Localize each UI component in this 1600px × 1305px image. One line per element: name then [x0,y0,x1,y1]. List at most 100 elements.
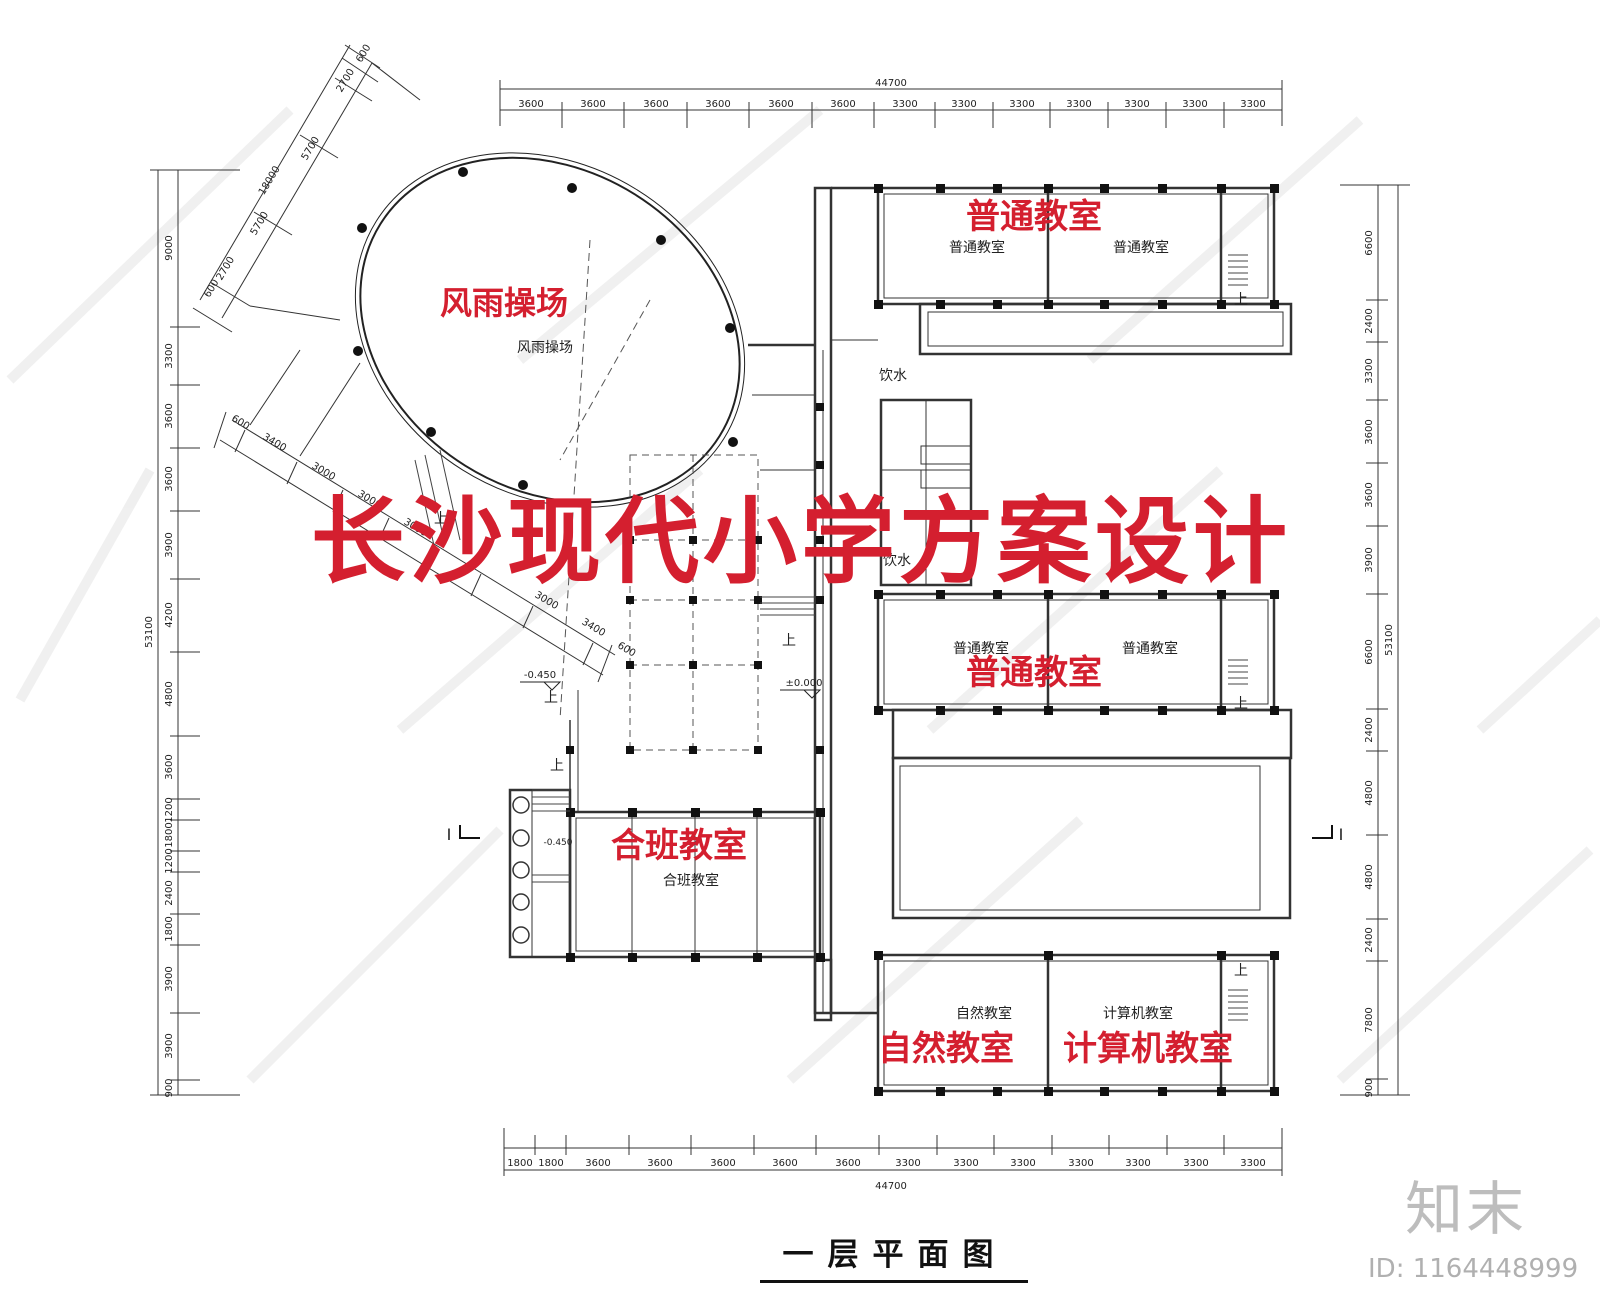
dim-top: 3300 [1124,99,1149,110]
dim-oval-lower: 3000 [310,461,337,484]
overlay-label-computer: 计算机教室 [1063,1029,1233,1069]
dim-left: 3600 [164,403,175,428]
dim-bottom: 3300 [1125,1158,1150,1169]
canopy-columns [566,403,824,754]
dim-left: 9000 [164,235,175,260]
level-label: -0.450 [543,838,572,848]
dim-left-total: 53100 [144,616,155,648]
dimension-lines [150,44,1410,1176]
dim-bottom: 3300 [1010,1158,1035,1169]
dim-top: 3600 [518,99,543,110]
dim-left: 4200 [164,602,175,627]
playground-oval [354,152,746,721]
level-label: ±0.000 [785,678,822,689]
planter-icons [512,796,530,944]
playground-columns [353,167,738,490]
plan-title-underline [760,1280,1028,1283]
dim-right: 3600 [1364,482,1375,507]
dim-oval-radial-total: 18000 [257,164,283,197]
dim-left: 3600 [164,466,175,491]
dim-right-total: 53100 [1384,624,1395,656]
watermark-image-id: ID: 1164448999 [1368,1254,1579,1284]
dim-left: 1200 [164,797,175,822]
dim-right: 7800 [1364,1007,1375,1032]
dim-right: 3900 [1364,547,1375,572]
dim-right: 3600 [1364,419,1375,444]
stair-up-label: 上 [544,690,558,706]
dim-top: 3300 [892,99,917,110]
dim-oval-radial: 5700 [249,210,272,237]
dim-right: 900 [1364,1078,1375,1097]
dim-bottom: 3300 [895,1158,920,1169]
stair-up-label: 上 [1234,696,1248,712]
dim-bottom: 3600 [647,1158,672,1169]
dim-top: 3300 [1066,99,1091,110]
building-columns [566,184,1279,1096]
dim-left: 4800 [164,681,175,706]
dim-bottom: 3300 [953,1158,978,1169]
water-label: 饮水 [879,368,907,384]
project-title: 长沙现代小学方案设计 [310,488,1291,597]
dim-left: 900 [164,1078,175,1097]
dim-top: 3600 [643,99,668,110]
room-label-classroom: 普通教室 [953,640,1009,657]
dim-top: 3300 [1009,99,1034,110]
dim-right: 4800 [1364,864,1375,889]
overlay-label-combined: 合班教室 [611,826,747,866]
water-label: 饮水 [883,553,911,569]
section-label: I [447,825,452,844]
dim-left: 2400 [164,880,175,905]
room-label-computer: 计算机教室 [1103,1005,1173,1022]
dim-right: 6600 [1364,230,1375,255]
overlay-label-classroom-top: 普通教室 [966,197,1102,237]
dim-oval-radial: 2700 [335,67,358,94]
stair-up-label: 上 [782,633,796,649]
dim-top: 3600 [705,99,730,110]
dim-top-total: 44700 [875,78,907,89]
dim-bottom: 3300 [1183,1158,1208,1169]
dim-bottom: 3600 [835,1158,860,1169]
dim-oval-radial: 600 [202,278,221,300]
dim-bottom: 1800 [538,1158,563,1169]
dim-bottom: 3600 [710,1158,735,1169]
dim-right: 4800 [1364,780,1375,805]
dim-bottom: 3600 [772,1158,797,1169]
stair-up-label: 上 [1234,963,1248,979]
dim-left: 3600 [164,754,175,779]
dim-top: 3600 [580,99,605,110]
room-label-playground: 风雨操场 [517,340,573,356]
room-label-classroom: 普通教室 [1122,640,1178,657]
dim-bottom-total: 44700 [875,1181,907,1192]
dim-left: 3900 [164,966,175,991]
room-label-classroom: 普通教室 [1113,239,1169,256]
section-markers [459,825,1333,839]
watermark-logo: 知末 [1405,1175,1528,1243]
dim-left: 3900 [164,1033,175,1058]
room-label-science: 自然教室 [956,1005,1012,1022]
dim-top: 3300 [951,99,976,110]
dim-right: 3300 [1364,358,1375,383]
dim-right: 2400 [1364,717,1375,742]
building-walls [508,186,1293,1093]
dim-top: 3300 [1240,99,1265,110]
dim-right: 2400 [1364,308,1375,333]
dim-top: 3600 [768,99,793,110]
dim-top: 3300 [1182,99,1207,110]
stairs [414,254,1248,1021]
watermark-pattern [6,106,1600,1084]
dim-left: 3900 [164,532,175,557]
stair-up-label: 上 [434,511,448,527]
dim-oval-lower: 3400 [261,432,288,455]
room-label-classroom: 普通教室 [949,239,1005,256]
stair-up-label: 上 [550,758,564,774]
dim-top: 3600 [830,99,855,110]
dim-right: 6600 [1364,639,1375,664]
dim-left: 1200 [164,848,175,873]
section-label: I [1339,825,1344,844]
level-label: -0.450 [524,670,556,681]
dim-left: 1800 [164,822,175,847]
overlay-label-playground: 风雨操场 [440,284,569,322]
dim-oval-radial: 5700 [300,135,323,162]
overlay-label-classroom-mid: 普通教室 [966,653,1102,693]
